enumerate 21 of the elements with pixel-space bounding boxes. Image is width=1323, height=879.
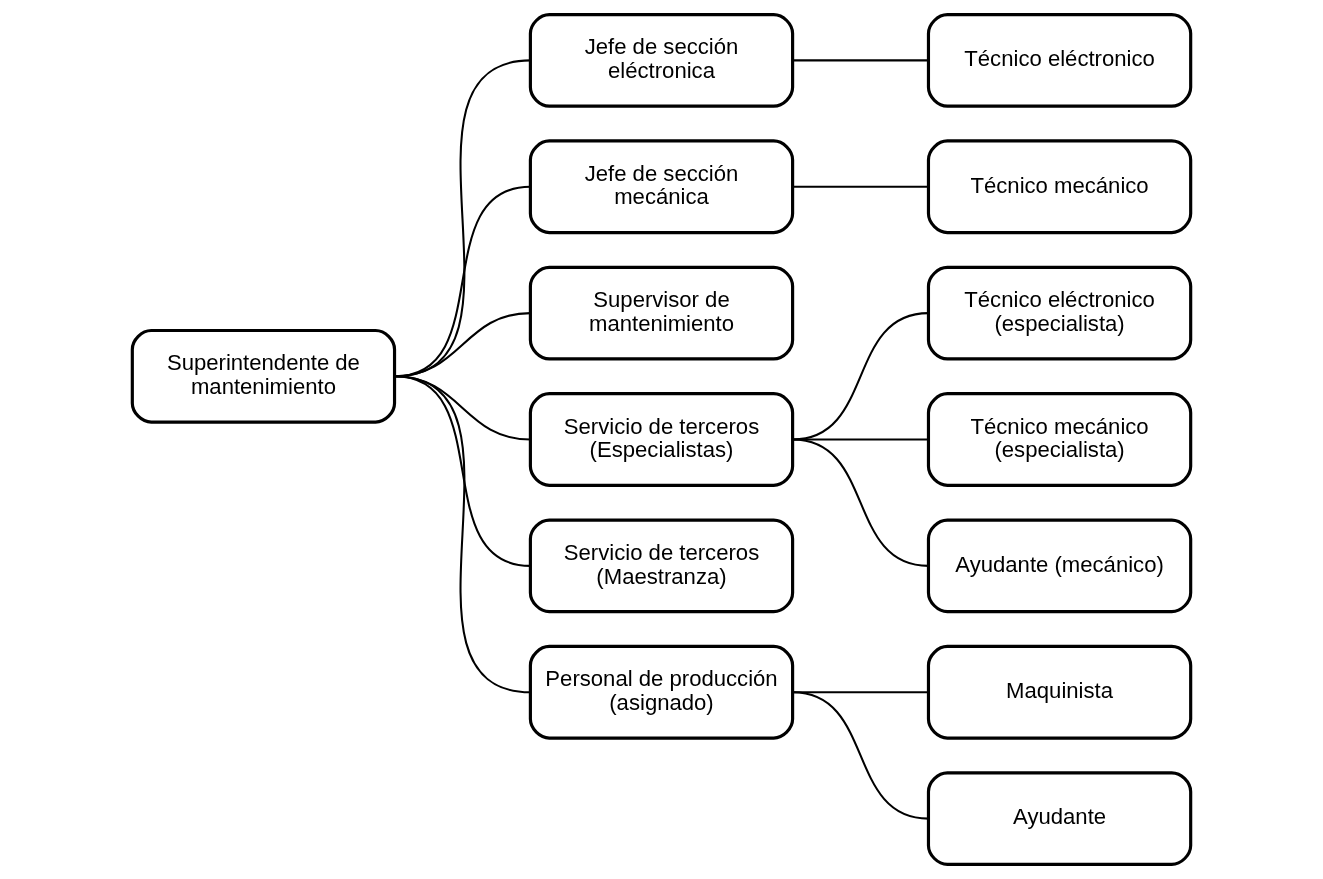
connector xyxy=(792,185,929,188)
node-box: Ayudante (mecánico) xyxy=(926,518,1193,614)
connector xyxy=(394,375,531,694)
connector xyxy=(792,312,929,441)
connector xyxy=(792,59,929,62)
node-box: Servicio de terceros (Maestranza) xyxy=(528,518,795,614)
connector xyxy=(792,438,929,441)
node-box: Técnico mecánico (especialista) xyxy=(926,392,1193,487)
node-box: Personal de producción (asignado) xyxy=(528,644,795,740)
node-box: Superintendente de mantenimiento xyxy=(130,328,397,424)
node-box: Jefe de sección mecánica xyxy=(528,139,795,235)
node-box: Jefe de sección eléctronica xyxy=(528,13,795,108)
node-box: Técnico eléctronico xyxy=(926,13,1193,108)
node-box: Supervisor de mantenimiento xyxy=(528,265,795,361)
node-box: Técnico eléctronico (especialista) xyxy=(926,265,1193,361)
node-box: Servicio de terceros (Especialistas) xyxy=(528,392,795,487)
node-box: Técnico mecánico xyxy=(926,139,1193,235)
node-box: Maquinista xyxy=(926,644,1193,740)
connector xyxy=(792,438,929,567)
connector xyxy=(792,691,929,820)
node-box: Ayudante xyxy=(926,771,1193,866)
